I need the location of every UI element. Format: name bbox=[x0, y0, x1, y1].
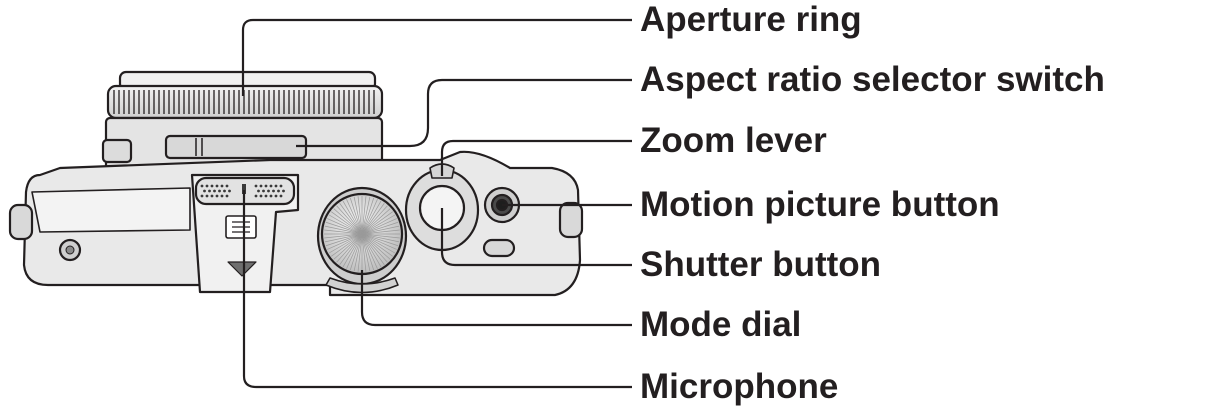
leader-mode-dial bbox=[360, 270, 632, 327]
label-shutter-button: Shutter button bbox=[640, 245, 882, 284]
leader-microphone bbox=[242, 190, 632, 389]
aperture-ring-knurling bbox=[113, 90, 375, 114]
label-aspect-ratio-switch: Aspect ratio selector switch bbox=[640, 60, 1105, 99]
microphone-holes bbox=[200, 184, 285, 198]
leader-aspect-ratio bbox=[296, 78, 632, 148]
leader-lines bbox=[241, 18, 632, 389]
label-mode-dial: Mode dial bbox=[640, 305, 802, 344]
leader-zoom-lever bbox=[440, 139, 632, 176]
label-microphone: Microphone bbox=[640, 367, 839, 406]
mode-dial-rays bbox=[324, 196, 400, 272]
camera-body bbox=[8, 150, 584, 297]
label-motion-picture-button: Motion picture button bbox=[640, 185, 1000, 224]
label-zoom-lever: Zoom lever bbox=[640, 121, 827, 160]
leader-aperture-ring bbox=[241, 18, 632, 96]
leader-shutter bbox=[440, 208, 632, 267]
label-aperture-ring: Aperture ring bbox=[640, 0, 862, 39]
